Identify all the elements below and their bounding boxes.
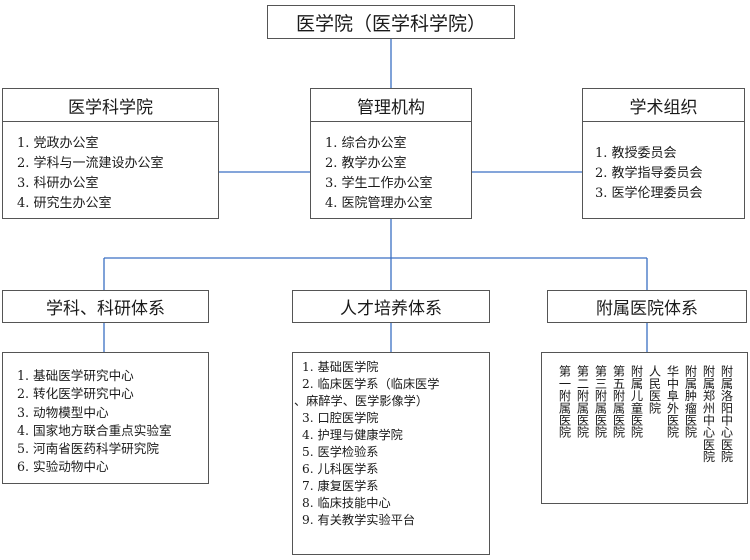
list-item: 3. 科研办公室: [17, 176, 99, 191]
root-title: 医学院（医学科学院）: [295, 12, 486, 35]
list-item: 、麻醉学、医学影像学）: [294, 394, 429, 408]
academic-header: 学术组织: [582, 88, 745, 122]
research-system-list: 1. 基础医学研究中心 2. 转化医学研究中心 3. 动物模型中心 4. 国家地…: [2, 352, 209, 484]
list-item: 1. 综合办公室: [325, 136, 407, 151]
list-item: 2. 教学办公室: [325, 156, 407, 171]
research-system-header: 学科、科研体系: [2, 290, 209, 323]
list-item: 2. 教学指导委员会: [595, 166, 703, 181]
hospital-item: 第五附属医院: [611, 365, 625, 439]
hospital-item: 第三附属医院: [593, 365, 607, 439]
hospital-item: 附属郑州中心医院: [701, 365, 715, 463]
list-item: 4. 研究生办公室: [17, 196, 112, 211]
list-item: 3. 医学伦理委员会: [595, 186, 703, 201]
hospital-item: 第一附属医院: [557, 365, 571, 439]
list-item: 1. 基础医学院: [302, 360, 379, 374]
list-item: 1. 教授委员会: [595, 146, 677, 161]
list-item: 6. 儿科医学系: [302, 462, 379, 476]
hospital-system-list: 第一附属医院 第二附属医院 第三附属医院 第五附属医院 附属儿童医院 人民医院 …: [541, 352, 748, 504]
talent-system-list: 1. 基础医学院 2. 临床医学系（临床医学 、麻醉学、医学影像学） 3. 口腔…: [292, 352, 490, 555]
management-title: 管理机构: [357, 97, 425, 118]
list-item: 4. 国家地方联合重点实验室: [17, 422, 172, 438]
list-item: 7. 康复医学系: [302, 479, 379, 493]
list-item: 5. 河南省医药科学研究院: [17, 441, 159, 457]
hospital-item: 人民医院: [647, 365, 661, 414]
academic-list: 1. 教授委员会 2. 教学指导委员会 3. 医学伦理委员会: [582, 121, 745, 219]
hospital-system-title: 附属医院体系: [596, 299, 698, 319]
list-item: 1. 基础医学研究中心: [17, 368, 134, 383]
talent-system-title: 人才培养体系: [340, 299, 442, 319]
hospital-item: 附属洛阳中心医院: [719, 365, 733, 463]
list-item: 2. 转化医学研究中心: [17, 386, 134, 402]
hospital-item: 附属肿瘤医院: [683, 365, 697, 439]
list-item: 2. 临床医学系（临床医学: [302, 377, 440, 391]
research-system-title: 学科、科研体系: [46, 299, 165, 319]
hospital-item: 第二附属医院: [575, 365, 589, 439]
list-item: 8. 临床技能中心: [302, 496, 391, 510]
list-item: 4. 护理与健康学院: [302, 428, 403, 442]
list-item: 3. 学生工作办公室: [325, 176, 433, 191]
hospital-system-header: 附属医院体系: [547, 290, 747, 323]
list-item: 6. 实验动物中心: [17, 459, 109, 475]
list-item: 3. 动物模型中心: [17, 404, 109, 420]
list-item: 4. 医院管理办公室: [325, 196, 433, 211]
talent-system-header: 人才培养体系: [292, 290, 490, 323]
list-item: 5. 医学检验系: [302, 445, 379, 459]
root-node: 医学院（医学科学院）: [267, 5, 515, 39]
list-item: 1. 党政办公室: [17, 136, 99, 151]
list-item: 3. 口腔医学院: [302, 411, 379, 425]
management-list: 1. 综合办公室 2. 教学办公室 3. 学生工作办公室 4. 医院管理办公室: [310, 121, 472, 219]
management-header: 管理机构: [310, 88, 472, 122]
academy-title: 医学科学院: [68, 97, 153, 118]
hospital-item: 华中阜外医院: [665, 365, 679, 439]
academy-list: 1. 党政办公室 2. 学科与一流建设办公室 3. 科研办公室 4. 研究生办公…: [2, 121, 219, 219]
academy-header: 医学科学院: [2, 88, 219, 122]
hospital-item: 附属儿童医院: [629, 365, 643, 439]
list-item: 2. 学科与一流建设办公室: [17, 156, 164, 171]
academic-title: 学术组织: [629, 97, 698, 118]
list-item: 9. 有关教学实验平台: [302, 513, 416, 527]
